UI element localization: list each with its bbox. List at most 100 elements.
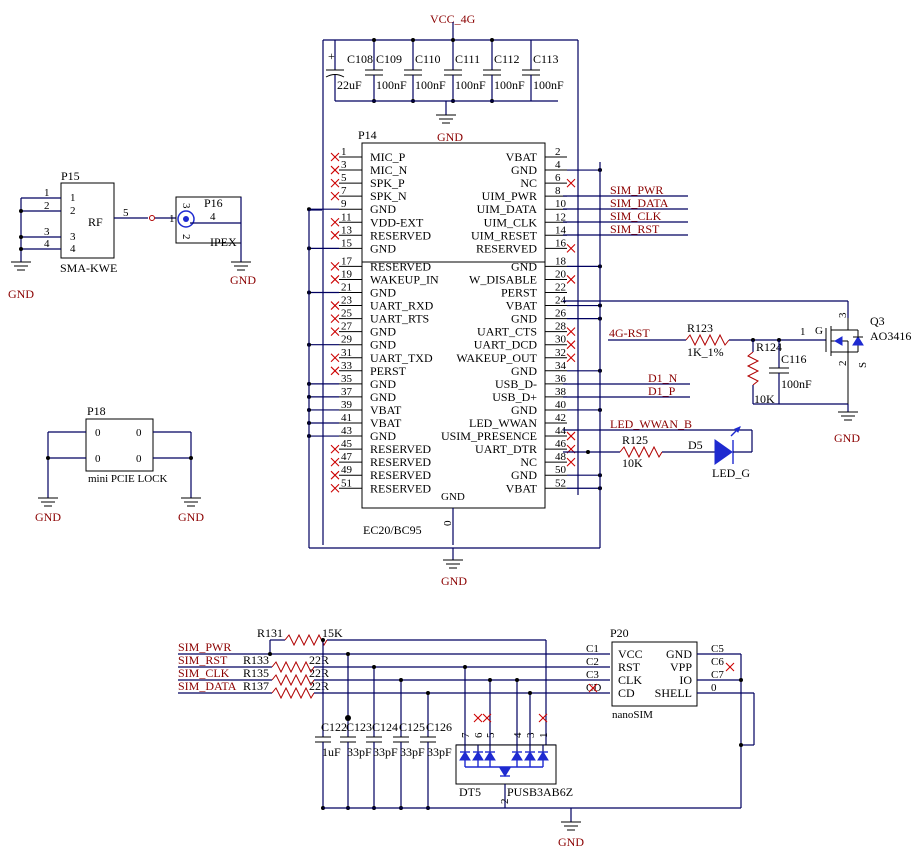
q3-pin1: 1 — [800, 326, 806, 338]
dt5-pin-6: 6 — [473, 732, 485, 738]
q3-part: AO3416 — [870, 329, 911, 343]
p20-left-rst: RST — [618, 660, 641, 674]
net-d1n: D1_N — [648, 371, 678, 385]
pin-num-25: 25 — [341, 308, 353, 320]
led-circuit: LED_WWAN_B R125 10K D5 LED_G — [563, 417, 753, 480]
pin-num-17: 17 — [341, 255, 353, 267]
pin-name-50: GND — [511, 468, 537, 482]
pin-num-37: 37 — [341, 386, 353, 398]
dt5-body — [455, 744, 557, 785]
pin-name-51: RESERVED — [370, 481, 431, 495]
p20-lpin-2: C3 — [586, 669, 599, 681]
net-led: LED_WWAN_B — [610, 417, 692, 431]
no-connect-mark — [330, 327, 340, 337]
pin-name-19: WAKEUP_IN — [370, 272, 439, 286]
r123-value: 1K_1% — [687, 345, 724, 359]
sim-net-rst: SIM_RST — [178, 653, 228, 667]
p20-name: nanoSIM — [612, 709, 653, 721]
pin-name-29: GND — [370, 338, 396, 352]
pin-name-9: GND — [370, 202, 396, 216]
no-connect-mark — [473, 713, 483, 723]
pin-name-28: UART_CTS — [477, 325, 537, 339]
dt5-pin-1: 1 — [538, 733, 550, 739]
pin-name-37: GND — [370, 390, 396, 404]
r131-ref: R131 — [257, 626, 283, 640]
pin-num-26: 26 — [555, 308, 567, 320]
p15-name: SMA-KWE — [60, 261, 117, 275]
net-sim-data: SIM_DATA — [610, 196, 669, 210]
r137-ref: R137 — [243, 679, 269, 693]
pin-name-10: UIM_DATA — [477, 202, 538, 216]
pin-name-24: VBAT — [506, 299, 538, 313]
pin-num-22: 22 — [555, 282, 566, 294]
no-connect-mark — [330, 230, 340, 240]
d5-name: LED_G — [712, 466, 750, 480]
pin-num-40: 40 — [555, 399, 567, 411]
p18-body — [85, 418, 154, 472]
p15-pin4: 4 — [44, 238, 50, 250]
sim-section: SIM_PWR SIM_RST SIM_CLK SIM_DATA R131 15… — [178, 626, 755, 849]
pin-num-43: 43 — [341, 425, 353, 437]
no-connect-mark — [566, 327, 576, 337]
pin-num-36: 36 — [555, 373, 567, 385]
pin-num-6: 6 — [555, 172, 561, 184]
no-connect-mark — [330, 165, 340, 175]
pin-name-20: W_DISABLE — [469, 272, 537, 286]
module-ref: P14 — [358, 128, 377, 142]
pin-name-43: GND — [370, 429, 396, 443]
no-connect-mark — [330, 314, 340, 323]
cap-ref-c110: C110 — [415, 52, 441, 66]
p18-pin-tl: 0 — [95, 427, 101, 439]
dt5-pin-7: 7 — [460, 732, 472, 738]
no-connect-mark — [588, 683, 598, 693]
pin-num-3: 3 — [341, 159, 347, 171]
p20-rpin-0: C5 — [711, 643, 724, 655]
pin-num-4: 4 — [555, 159, 561, 171]
p15-pin4-in: 4 — [70, 243, 76, 255]
r125-ref: R125 — [622, 433, 648, 447]
sim-cap-value-c124: 33pF — [373, 745, 398, 759]
pin-name-1: MIC_P — [370, 150, 406, 164]
cap-ref-c108: C108 — [347, 52, 373, 66]
gnd-label-q3: GND — [834, 431, 860, 445]
no-connect-mark — [330, 366, 340, 376]
sim-cap-ref-c122: C122 — [321, 720, 347, 734]
pin-name-18: GND — [511, 259, 537, 273]
pin-name-11: VDD-EXT — [370, 215, 424, 229]
pin-name-49: RESERVED — [370, 468, 431, 482]
cap-ref-c109: C109 — [376, 52, 402, 66]
gnd-label-sim: GND — [558, 835, 584, 849]
pin-num-47: 47 — [341, 451, 353, 463]
no-connect-mark — [330, 152, 340, 162]
pin-num-11: 11 — [341, 211, 352, 223]
gnd-label-p15: GND — [8, 287, 34, 301]
module-body — [361, 142, 546, 509]
pin-name-48: NC — [520, 455, 537, 469]
pin-name-27: GND — [370, 325, 396, 339]
r133-value: 22R — [309, 653, 329, 667]
no-connect-mark — [538, 713, 548, 723]
p20-left-clk: CLK — [618, 673, 642, 687]
pin-num-16: 16 — [555, 237, 567, 249]
p16-pin2: 2 — [180, 234, 192, 240]
r124-ref: R124 — [756, 340, 782, 354]
no-connect-mark — [566, 243, 576, 253]
pin-name-35: GND — [370, 377, 396, 391]
sim-cap-value-c123: 33pF — [347, 745, 372, 759]
cap-value-c113: 100nF — [533, 78, 564, 92]
p15-pin1: 1 — [44, 187, 50, 199]
pin-name-31: UART_TXD — [370, 351, 433, 365]
pin-num-32: 32 — [555, 347, 566, 359]
d5-ref: D5 — [688, 438, 703, 452]
pin-name-12: UIM_CLK — [484, 215, 538, 229]
pin-num-52: 52 — [555, 477, 566, 489]
p20-right-shell: SHELL — [655, 686, 692, 700]
pin-name-46: UART_DTR — [475, 442, 537, 456]
sim-cap-value-c125: 33pF — [400, 745, 425, 759]
sim-net-data: SIM_DATA — [178, 679, 237, 693]
pin-num-18: 18 — [555, 255, 567, 267]
pin-num-10: 10 — [555, 198, 567, 210]
no-connect-mark — [330, 457, 340, 467]
p20-rpin-3: 0 — [711, 682, 717, 694]
